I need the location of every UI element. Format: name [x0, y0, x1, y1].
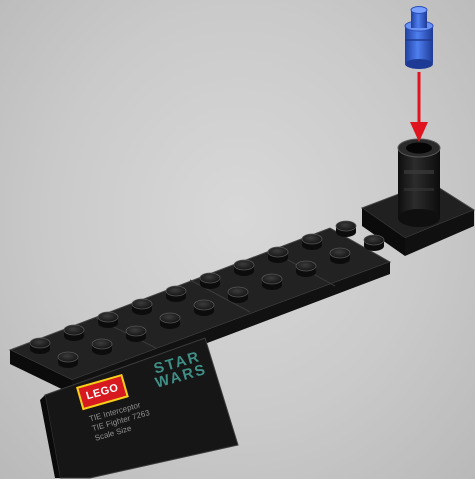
stud — [228, 287, 248, 303]
stud — [330, 248, 350, 264]
lego-logo-text: LEGO — [85, 382, 120, 403]
black-post — [398, 139, 440, 227]
blue-pin-piece — [405, 7, 433, 70]
stud — [296, 261, 316, 277]
assembly-arrow — [410, 72, 428, 142]
stud — [30, 338, 50, 354]
stud — [364, 235, 384, 251]
stud — [166, 286, 186, 302]
stud — [194, 300, 214, 316]
stud — [64, 325, 84, 341]
stud — [268, 247, 288, 263]
stud — [302, 234, 322, 250]
stud — [336, 221, 356, 237]
stud — [234, 260, 254, 276]
stud — [98, 312, 118, 328]
stud — [132, 299, 152, 315]
stud — [262, 274, 282, 290]
stud — [200, 273, 220, 289]
